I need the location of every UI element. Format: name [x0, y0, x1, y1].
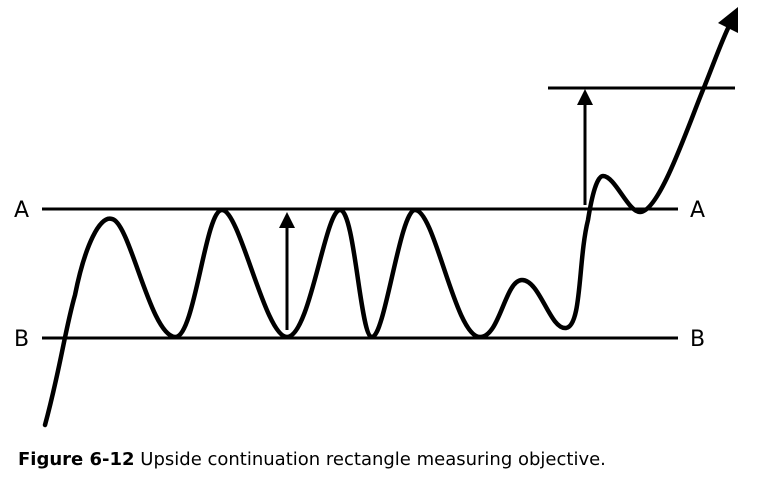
price-path — [42, 21, 733, 428]
price-path-arrowhead — [718, 7, 738, 33]
rectangle-pattern-diagram: A B A B — [14, 7, 738, 428]
caption-text: Upside continuation rectangle measuring … — [134, 449, 606, 470]
figure-number: Figure 6-12 — [18, 449, 135, 470]
line-b-label-left: B — [14, 327, 29, 352]
line-b-label-right: B — [690, 327, 705, 352]
objective-projection-arrowhead — [577, 89, 593, 105]
line-a-label-right: A — [690, 198, 705, 223]
figure-caption: Figure 6-12 Upside continuation rectangl… — [18, 449, 606, 470]
line-a-label-left: A — [14, 198, 29, 223]
pattern-height-arrowhead — [279, 212, 295, 228]
